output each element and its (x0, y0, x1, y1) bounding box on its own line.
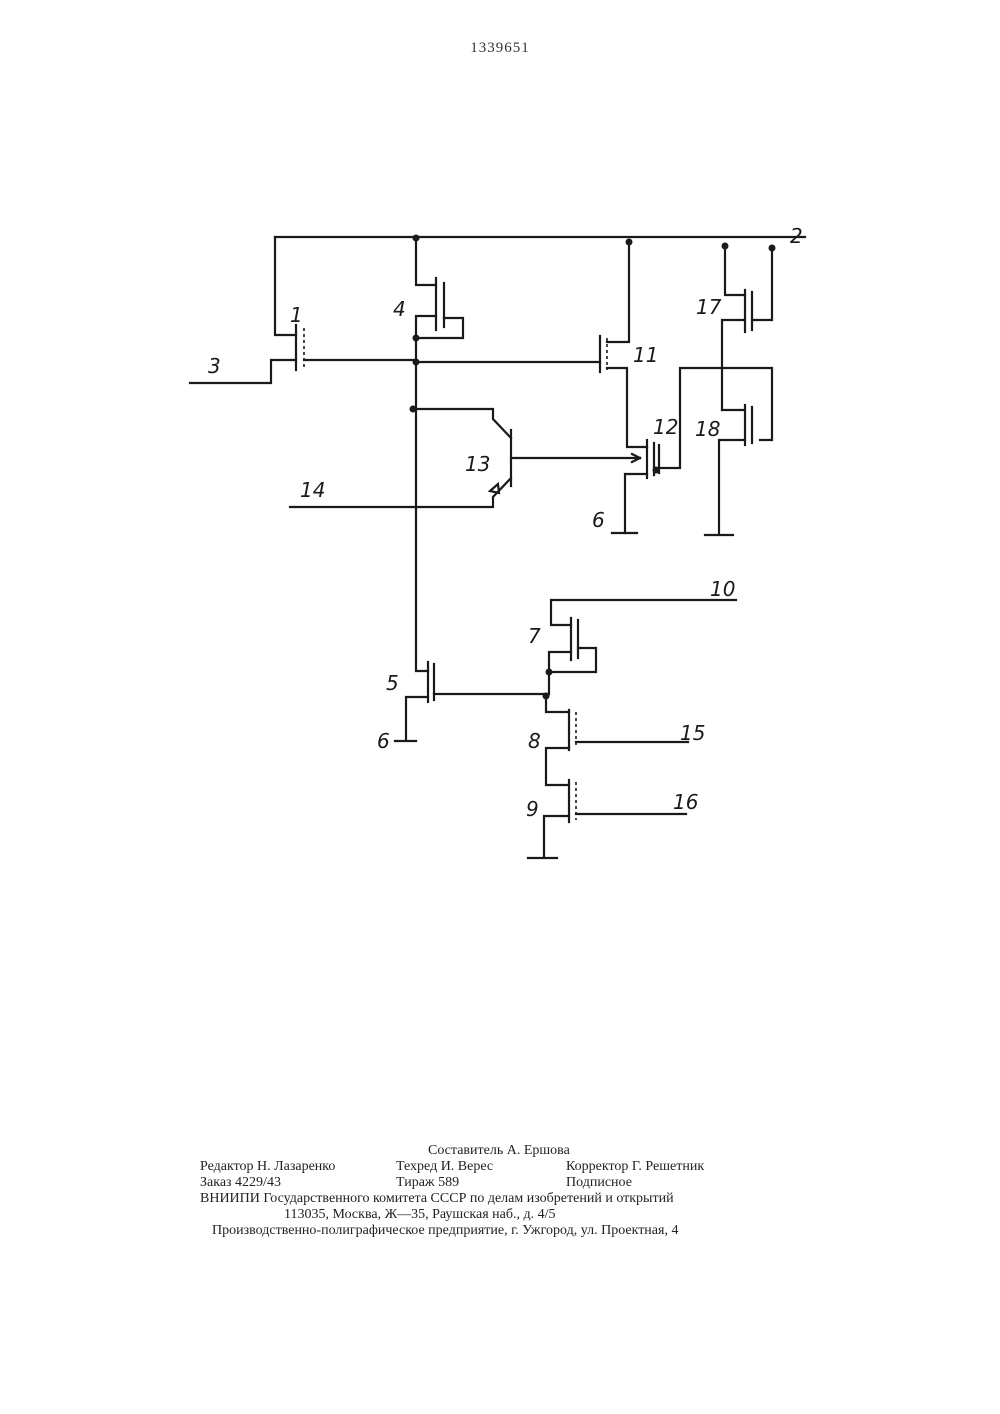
compiler-line: Составитель А. Ершова (428, 1143, 570, 1159)
subscription-line: Подписное (566, 1175, 632, 1191)
label-15: 15 (680, 721, 705, 745)
techred-line: Техред И. Верес (396, 1159, 493, 1175)
circulation-line: Тираж 589 (396, 1175, 459, 1191)
label-5: 5 (386, 671, 399, 695)
label-11: 11 (633, 343, 658, 367)
transistor-4 (413, 238, 464, 360)
label-1: 1 (290, 303, 303, 327)
address-line: 113035, Москва, Ж—35, Раушская наб., д. … (284, 1207, 556, 1223)
label-7: 7 (528, 624, 541, 648)
imprint-block: Составитель А. Ершова Редактор Н. Лазаре… (200, 1143, 760, 1239)
label-3: 3 (208, 354, 221, 378)
label-18: 18 (695, 417, 720, 441)
label-4: 4 (393, 297, 406, 321)
institute-line: ВНИИПИ Государственного комитета СССР по… (200, 1191, 674, 1207)
label-8: 8 (528, 729, 541, 753)
label-13: 13 (465, 452, 490, 476)
label-10: 10 (710, 577, 735, 601)
transistor-11 (416, 242, 647, 447)
transistor-7 (543, 600, 737, 700)
transistor-1 (190, 237, 416, 383)
label-6a: 6 (592, 508, 605, 532)
label-12: 12 (653, 415, 678, 439)
transistor-9 (528, 780, 686, 858)
label-14: 14 (300, 478, 325, 502)
label-9: 9 (526, 797, 539, 821)
label-2: 2 (790, 224, 803, 248)
label-6b: 6 (377, 729, 390, 753)
transistor-17 (722, 246, 772, 410)
order-line: Заказ 4229/43 (200, 1175, 281, 1191)
label-16: 16 (673, 790, 698, 814)
printer-line: Производственно-полиграфическое предприя… (212, 1223, 678, 1239)
transistor-12 (612, 368, 772, 533)
transistor-8 (546, 696, 688, 785)
label-17: 17 (696, 295, 722, 319)
corrector-line: Корректор Г. Решетник (566, 1159, 704, 1175)
editor-line: Редактор Н. Лазаренко (200, 1159, 335, 1175)
transistor-5 (395, 648, 548, 741)
